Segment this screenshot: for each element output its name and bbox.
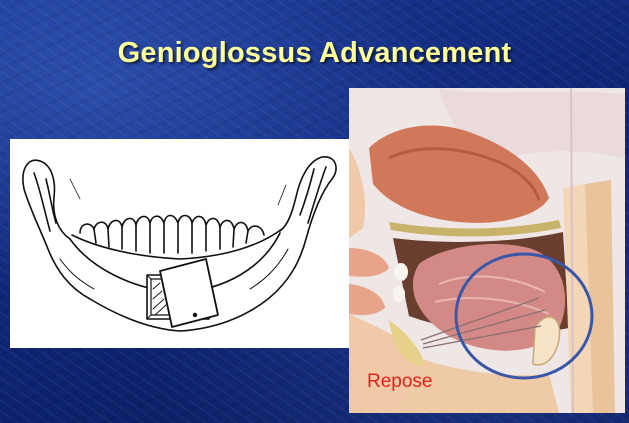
airway-drawing (349, 88, 625, 413)
airway-illustration: Repose (349, 88, 625, 413)
mandible-drawing (10, 139, 349, 348)
mandible-illustration (10, 139, 349, 348)
caption-label: Repose (367, 371, 433, 393)
slide-title: Genioglossus Advancement (0, 37, 629, 70)
